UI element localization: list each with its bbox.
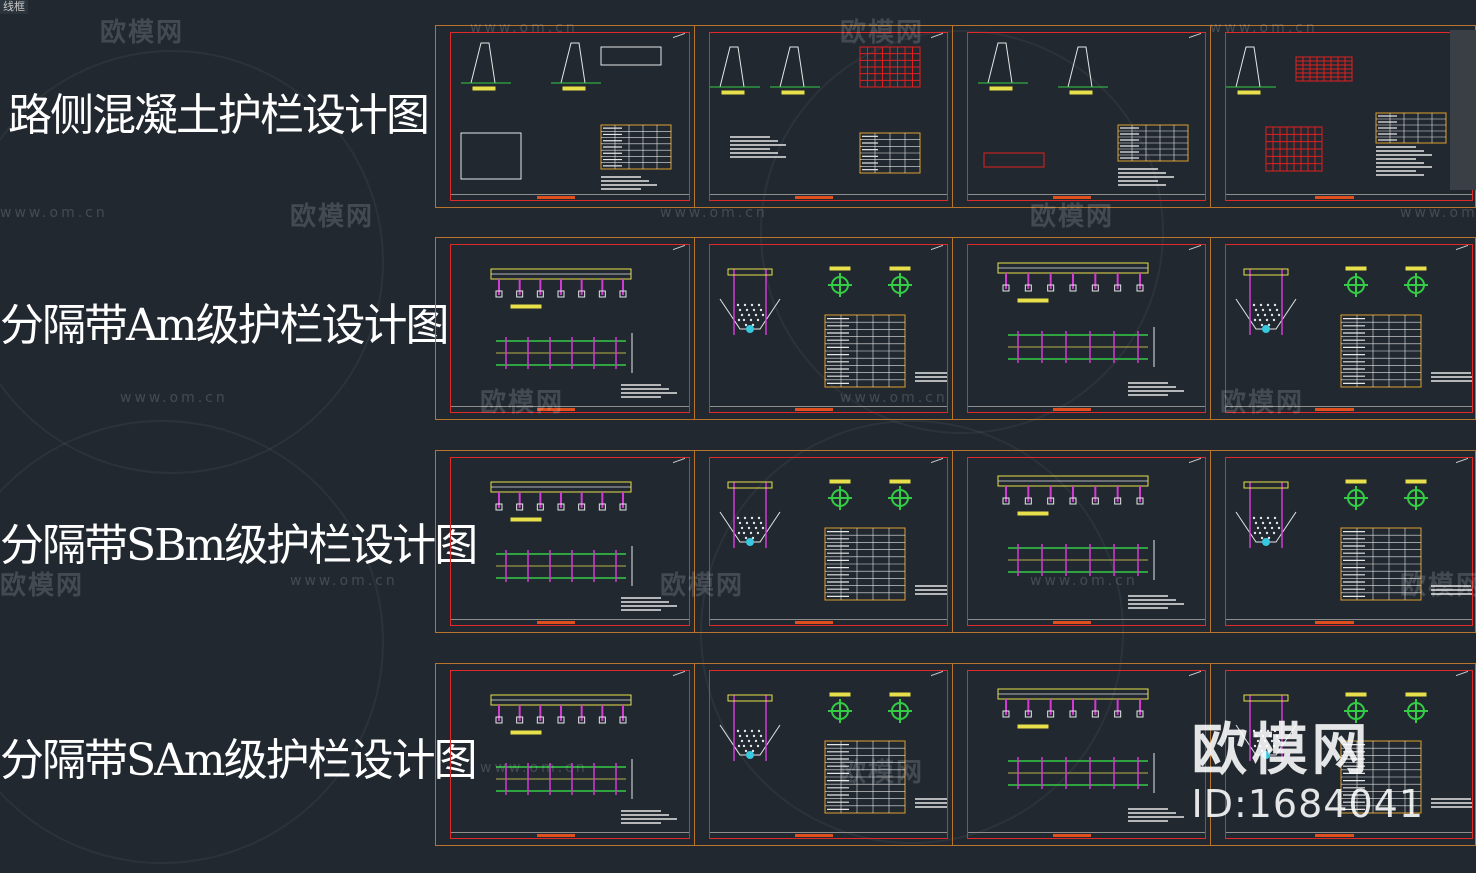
title-block [451, 832, 689, 838]
sheet-drawing [719, 692, 971, 814]
title-block [710, 194, 947, 200]
watermark-url: www.om.cn [120, 390, 228, 406]
title-block [451, 406, 689, 412]
title-block [451, 619, 689, 625]
viewport-label[interactable]: 线框 [0, 0, 28, 14]
sheet-frame [450, 457, 690, 626]
title-block [710, 832, 947, 838]
title-block [710, 406, 947, 412]
drawing-sheet[interactable] [436, 238, 695, 419]
title-block [968, 832, 1205, 838]
sheet-row-sbm [435, 450, 1476, 633]
sheet-frame [450, 670, 690, 839]
row-title: 分隔带SAm级护栏设计图 [0, 735, 478, 786]
title-block [1226, 832, 1472, 838]
sheet-frame [1225, 457, 1476, 626]
watermark-brand: 欧模网 [290, 202, 375, 232]
sheet-frame [450, 32, 690, 201]
sheet-drawing [1235, 479, 1476, 601]
row-title: 路侧混凝土护栏设计图 [8, 90, 430, 141]
drawing-sheet[interactable] [436, 26, 695, 207]
side-panel-edge[interactable] [1450, 30, 1476, 190]
title-block [1226, 194, 1472, 200]
title-block [968, 406, 1205, 412]
watermark-brand: 欧模网 [100, 18, 185, 48]
drawing-sheet[interactable] [1211, 451, 1476, 632]
row-title: 分隔带Am级护栏设计图 [0, 300, 450, 351]
sheet-drawing [997, 475, 1184, 609]
sheet-drawing [978, 42, 1189, 186]
watermark-url: www.om.cn [0, 205, 108, 221]
drawing-sheet[interactable] [953, 451, 1211, 632]
sheet-frame [450, 244, 690, 413]
title-block [1226, 619, 1472, 625]
sheet-drawing [710, 46, 921, 174]
title-block [710, 619, 947, 625]
title-block [1226, 406, 1472, 412]
sheet-drawing [490, 694, 677, 824]
title-block [451, 194, 689, 200]
sheet-row-roadside [435, 25, 1476, 208]
sheet-row-am [435, 237, 1476, 420]
sheet-frame [709, 457, 971, 626]
drawing-sheet[interactable] [1211, 238, 1476, 419]
sheet-drawing [1235, 692, 1476, 814]
sheet-drawing [997, 688, 1184, 822]
sheet-frame [967, 244, 1206, 413]
title-block [968, 194, 1205, 200]
drawing-sheet[interactable] [436, 451, 695, 632]
drawing-sheet[interactable] [1211, 26, 1476, 207]
drawing-sheet[interactable] [1211, 664, 1476, 845]
drawing-sheet[interactable] [436, 664, 695, 845]
sheet-drawing [490, 268, 677, 398]
drawing-sheet[interactable] [695, 238, 971, 419]
watermark-arc [0, 420, 384, 864]
drawing-sheet[interactable] [953, 26, 1211, 207]
sheet-frame [1225, 670, 1476, 839]
sheet-frame [967, 32, 1206, 201]
sheet-row-sam [435, 663, 1476, 846]
row-title: 分隔带SBm级护栏设计图 [0, 520, 478, 571]
sheet-drawing [1235, 266, 1476, 388]
sheet-drawing [719, 479, 971, 601]
sheet-drawing [460, 42, 672, 190]
drawing-sheet[interactable] [953, 664, 1211, 845]
title-block [968, 619, 1205, 625]
sheet-drawing [997, 262, 1184, 396]
sheet-drawing [490, 481, 677, 611]
drawing-sheet[interactable] [953, 238, 1211, 419]
sheet-frame [709, 670, 971, 839]
drawing-sheet[interactable] [695, 26, 953, 207]
sheet-frame [1225, 244, 1476, 413]
sheet-frame [709, 244, 971, 413]
sheet-frame [967, 670, 1206, 839]
sheet-drawing [719, 266, 971, 388]
sheet-frame [709, 32, 948, 201]
drawing-sheet[interactable] [695, 664, 971, 845]
sheet-frame [1225, 32, 1473, 201]
watermark-url: www.om.cn [290, 573, 398, 589]
drawing-sheet[interactable] [695, 451, 971, 632]
sheet-frame [967, 457, 1206, 626]
sheet-drawing [1226, 46, 1447, 176]
